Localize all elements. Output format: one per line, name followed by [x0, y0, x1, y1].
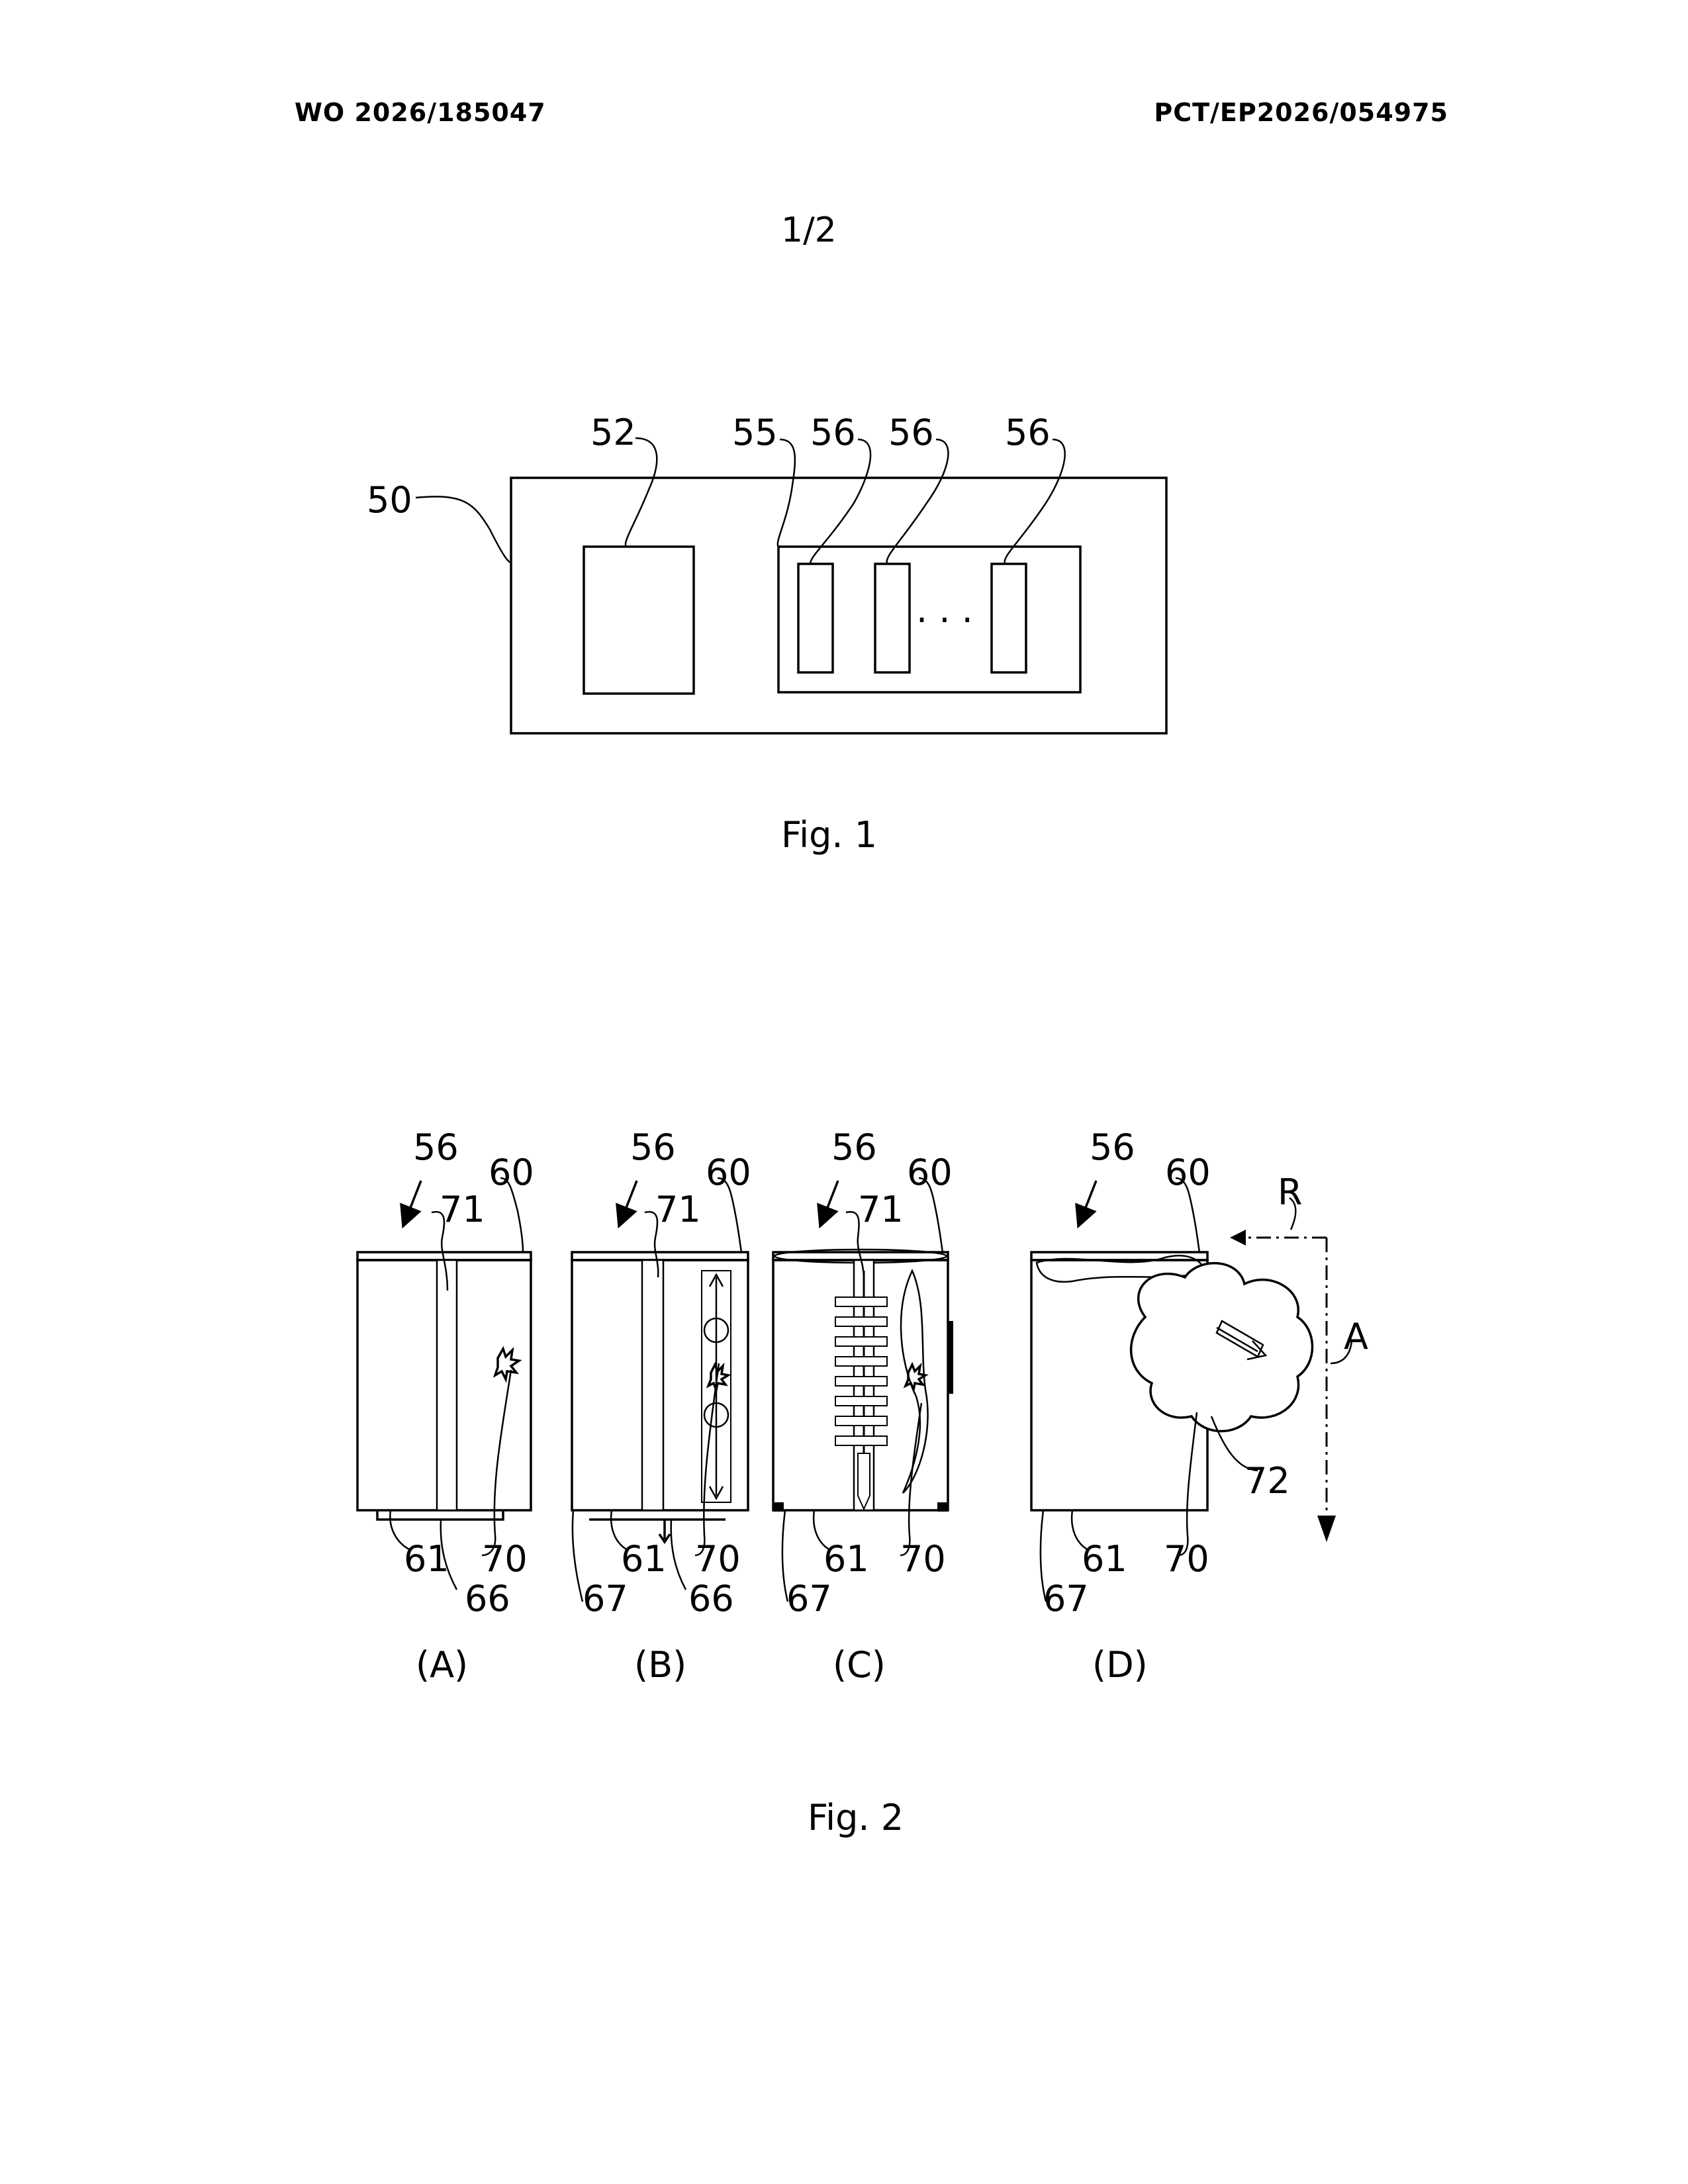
- label-52: 52: [590, 412, 636, 453]
- vent-gas-cloud-72: [1131, 1263, 1313, 1432]
- label-71: 71: [858, 1189, 904, 1230]
- label-60: 60: [907, 1152, 953, 1193]
- label-56: 56: [413, 1126, 459, 1168]
- arrow-56-b: [622, 1181, 637, 1218]
- fig1-caption: Fig. 1: [781, 814, 877, 856]
- label-71: 71: [655, 1189, 701, 1230]
- label-70: 70: [900, 1538, 946, 1580]
- label-60: 60: [1165, 1152, 1211, 1193]
- label-56: 56: [630, 1126, 676, 1168]
- label-71: 71: [440, 1189, 485, 1230]
- cell-box-56c: [992, 564, 1026, 672]
- bottom-plate-66: [377, 1510, 503, 1520]
- cell-box-56a: [798, 564, 833, 672]
- label-61: 61: [404, 1538, 449, 1580]
- label-60: 60: [489, 1152, 534, 1193]
- panel-caption: (A): [416, 1644, 468, 1686]
- arrow-56-d: [1082, 1181, 1096, 1218]
- label-66: 66: [688, 1578, 734, 1619]
- fig2-panel-c: 56 60 71 61 67 70 (C): [773, 1126, 953, 1686]
- arrow-56-a: [406, 1181, 421, 1218]
- arrow-56-c: [823, 1181, 838, 1218]
- panel-caption: (D): [1092, 1644, 1148, 1686]
- label-R: R: [1278, 1171, 1303, 1213]
- label-72: 72: [1244, 1460, 1290, 1502]
- defect-70: [495, 1349, 519, 1379]
- label-67: 67: [786, 1578, 832, 1619]
- separator-71: [437, 1260, 457, 1510]
- fig2-caption: Fig. 2: [808, 1797, 904, 1839]
- fig2-panel-d: 56 60 R A 72 61 67 70 (D): [1031, 1126, 1368, 1686]
- label-A: A: [1344, 1316, 1368, 1357]
- label-56c: 56: [1005, 412, 1051, 453]
- cell-box-56b: [875, 564, 910, 672]
- label-56: 56: [831, 1126, 877, 1168]
- fig2-panel-a: 56 60 71 61 66 70 (A): [357, 1126, 534, 1686]
- label-60: 60: [706, 1152, 751, 1193]
- cell-top-60: [572, 1252, 748, 1260]
- label-50: 50: [367, 479, 412, 521]
- label-70: 70: [1164, 1538, 1209, 1580]
- label-56a: 56: [810, 412, 856, 453]
- label-70: 70: [695, 1538, 741, 1580]
- unit-box-52: [584, 547, 694, 694]
- separator-71: [642, 1260, 663, 1510]
- label-66: 66: [465, 1578, 510, 1619]
- label-67: 67: [1043, 1578, 1089, 1619]
- defect-70: [906, 1365, 925, 1390]
- fig1-block-diagram: . . . 50 52 55 56 56 56: [367, 412, 1166, 733]
- label-56: 56: [1090, 1126, 1135, 1168]
- fig2-panel-b: 56 60 71 61 67 66 70 (B): [572, 1126, 751, 1686]
- panel-caption: (B): [634, 1644, 686, 1686]
- label-55: 55: [732, 412, 778, 453]
- panel-caption: (C): [833, 1644, 886, 1686]
- label-61: 61: [1082, 1538, 1127, 1580]
- system-box-50: [511, 478, 1166, 733]
- label-70: 70: [482, 1538, 528, 1580]
- label-61: 61: [621, 1538, 667, 1580]
- ellipsis: . . .: [916, 589, 973, 631]
- side-vent: [948, 1321, 953, 1394]
- label-61: 61: [823, 1538, 869, 1580]
- label-67: 67: [583, 1578, 628, 1619]
- label-56b: 56: [888, 412, 934, 453]
